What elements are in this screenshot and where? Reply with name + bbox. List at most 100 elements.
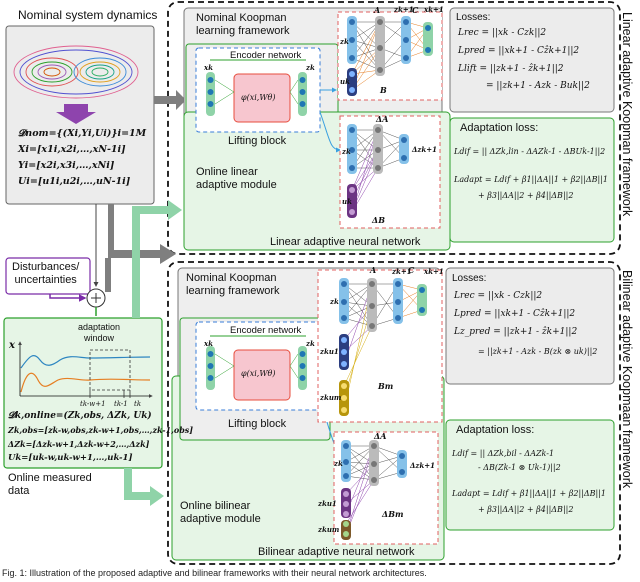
disturbances-box	[5, 257, 91, 295]
linear-loss-rec: Lrec = ||xk - Czk||2	[458, 28, 547, 38]
linear-encoder-label: Encoder network	[230, 50, 302, 61]
linear-nominal-label: Nominal Koopman learning framework	[196, 12, 290, 37]
figure-caption: Fig. 1: Illustration of the proposed ada…	[2, 568, 427, 578]
bilinear-nominal-net-nodes	[339, 278, 427, 416]
linear-phi-block	[233, 73, 291, 123]
bilinear-adaptive-nn-label: Bilinear adaptive neural network	[258, 546, 415, 558]
adaptation-window-label: adaptation window	[78, 322, 121, 343]
linear-adapt-zk: zk	[342, 147, 351, 156]
bilinear-loss-lift-2: = ||zk+1 - Azk - B(zk ⊗ uk)||2	[478, 347, 598, 356]
linear-net-xk1: xk+1	[424, 5, 444, 14]
bilinear-lifting-label: Lifting block	[228, 418, 287, 430]
online-data-box	[3, 317, 163, 469]
data-arrow	[56, 104, 96, 124]
bilinear-adapt-zk: zk	[334, 459, 343, 468]
nominal-eq-D: 𝓓nom={(Xi,Yi,Ui)}i=1M	[18, 128, 147, 139]
linear-loss-adapt-2: + β3||ΔA||2 + β4||ΔB||2	[478, 191, 574, 200]
plot-y-label: x	[9, 340, 15, 351]
linear-loss-lift: Llift = ||zk+1 - ẑk+1||2	[458, 64, 564, 74]
bilinear-adapt-zu1: zku1	[318, 499, 337, 508]
linear-net-A: A	[374, 5, 381, 15]
linear-adaptive-net-nodes	[347, 124, 409, 218]
linear-adaptive-nn-label: Linear adaptive neural network	[270, 236, 421, 248]
linear-lifting-label: Lifting block	[228, 135, 287, 147]
linear-adapt-title: Adaptation loss:	[460, 122, 539, 134]
bilinear-net-zu1: zku1	[320, 347, 339, 356]
bilinear-net-C: C	[408, 265, 415, 275]
bilinear-encoder-label: Encoder network	[230, 325, 302, 336]
linear-net-C: C	[412, 5, 419, 15]
bilinear-loss-dif-2: - ΔB(Zk-1 ⊗ Uk-1)||2	[478, 463, 561, 472]
bilinear-phi-block	[233, 349, 291, 401]
bilinear-net-dBm: ΔBm	[382, 509, 404, 519]
nominal-to-linear-arrow	[154, 90, 186, 110]
online-eq-U: Uk=[uk-w,uk-w+1,…,uk-1]	[8, 453, 133, 463]
bilinear-net-Bm: Bm	[378, 381, 394, 391]
linear-net-dA: ΔA	[376, 114, 389, 124]
linear-phi-label: φ(xi,Wθ)	[241, 93, 276, 102]
bilinear-encoder-nodes	[206, 346, 307, 390]
linear-side-title: Linear adaptive Koopman framework	[620, 12, 634, 217]
bilinear-net-dz: Δzk+1	[410, 461, 435, 470]
linear-nominal-net-nodes	[347, 16, 433, 96]
time-tick-2: tk-1	[114, 400, 128, 408]
linear-encoder-nodes	[206, 72, 307, 116]
linear-net-dz: Δzk+1	[412, 145, 437, 154]
linear-adaptation-loss-box	[449, 117, 615, 243]
bilinear-adaptive-net-nodes	[341, 440, 407, 540]
linear-enc-x: xk	[204, 63, 214, 72]
attractor-plot	[13, 45, 139, 99]
bilinear-enc-z: zk	[306, 339, 315, 348]
bilinear-loss-lift: Lz_pred = ||zk+1 - ẑk+1||2	[454, 327, 578, 337]
linear-loss-adapt: Ladapt = Ldif + β1||ΔA||1 + β2||ΔB||1	[454, 175, 609, 184]
linear-net-uk: uk	[340, 77, 350, 86]
bilinear-net-xk1: xk+1	[424, 267, 444, 276]
linear-net-B: B	[380, 85, 387, 95]
bilinear-losses-title: Losses:	[452, 273, 487, 284]
linear-adapt-uk: uk	[342, 197, 352, 206]
disturbances-label: Disturbances/ uncertainties	[12, 261, 80, 286]
nominal-eq-U: Ui=[u1i,u2i,…,uN-1i]	[18, 176, 131, 187]
nominal-eq-X: Xi=[x1i,x2i,…,xN-1i]	[18, 144, 126, 155]
bilinear-net-zum: zkum	[320, 393, 342, 402]
linear-loss-lift-2: = ||zk+1 - Azk - Buk||2	[486, 81, 590, 91]
time-tick-3: tk	[134, 400, 142, 408]
measurement-plot	[18, 341, 153, 398]
linear-loss-dif: Ldif = || ΔZk,lin - ΔAZk-1 - ΔBUk-1||2	[454, 147, 606, 156]
bilinear-loss-adapt-2: + β3||ΔA||2 + β4||ΔB||2	[478, 505, 574, 514]
bilinear-loss-dif: Ldif = || ΔZk,bil - ΔAZk-1	[452, 449, 555, 458]
bilinear-nominal-label: Nominal Koopman learning framework	[186, 272, 280, 297]
linear-online-module-label: Online linear adaptive module	[196, 166, 277, 191]
bilinear-loss-pred: Lpred = ||xk+1 - Cẑk+1||2	[454, 309, 576, 319]
online-eq-dZ: ΔZk=[Δzk-w+1,Δzk-w+2,…,Δzk]	[8, 439, 150, 449]
nominal-title: Nominal system dynamics	[18, 8, 158, 22]
bilinear-adapt-title: Adaptation loss:	[456, 424, 535, 436]
linear-loss-pred: Lpred = ||xk+1 - Cẑk+1||2	[458, 46, 580, 56]
bilinear-net-zk1: zk+1	[392, 267, 412, 276]
bilinear-side-title: Bilinear adaptive Koopmaan framework	[620, 270, 634, 489]
bilinear-phi-label: φ(xi,Wθ)	[241, 369, 276, 378]
online-eq-D: 𝓓k,online=(Zk,obs, ΔZk, Uk)	[8, 411, 152, 421]
bilinear-enc-x: xk	[204, 339, 214, 348]
bilinear-framework-frame	[167, 261, 621, 565]
bilinear-loss-adapt: Ladapt = Ldif + β1||ΔA||1 + β2||ΔB||1	[452, 489, 607, 498]
linear-losses-box	[449, 7, 615, 113]
nominal-to-bilinear-arrow	[108, 204, 176, 264]
bilinear-losses-box	[445, 267, 615, 385]
linear-losses-title: Losses:	[456, 12, 491, 23]
time-tick-1: tk-w+1	[80, 400, 106, 408]
linear-enc-z: zk	[306, 63, 315, 72]
bilinear-net-zk: zk	[330, 297, 339, 306]
linear-framework-frame	[167, 1, 621, 255]
online-eq-Z: Zk,obs=[zk-w,obs,zk-w+1,obs,…,zk-1,obs]	[8, 425, 194, 435]
online-caption: Online measured data	[8, 472, 92, 497]
bilinear-adapt-zum: zkum	[318, 525, 340, 534]
bilinear-net-A: A	[370, 265, 377, 275]
online-to-linear-arrow	[132, 200, 182, 318]
nominal-eq-Y: Yi=[x2i,x3i,…,xNi]	[18, 160, 115, 171]
online-to-bilinear-arrow	[124, 468, 164, 506]
linear-net-zk1: zk+1	[394, 5, 414, 14]
linear-net-dB: ΔB	[372, 215, 385, 225]
bilinear-adaptation-loss-box	[445, 419, 615, 531]
